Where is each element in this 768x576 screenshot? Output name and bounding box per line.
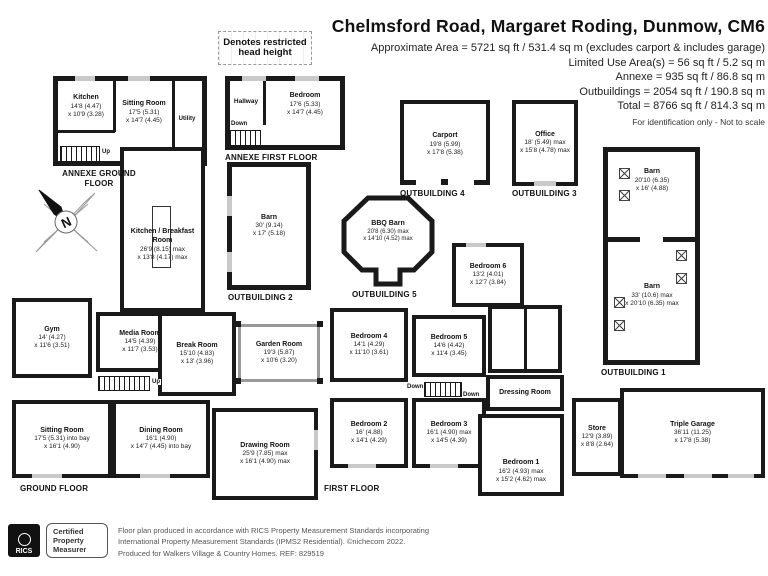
kitchen-island xyxy=(152,206,171,268)
room-bedroom3: Bedroom 3 16'1 (4.90) max x 14'5 (4.39) xyxy=(412,398,486,468)
identification-note: For identification only - Not to scale xyxy=(632,116,765,127)
room-sitting: Sitting Room 17'5 (5.31) into bay x 16'1… xyxy=(12,400,112,478)
outbuildings-area: Outbuildings = 2054 sq ft / 190.8 sq m xyxy=(579,85,765,98)
garden-post xyxy=(235,378,241,384)
wall-stub xyxy=(474,180,490,185)
room-annexe-bedroom: Bedroom 17'6 (5.33) x 14'7 (4.45) xyxy=(287,92,323,116)
garage-door xyxy=(728,474,754,478)
bbq-barn-outline xyxy=(341,195,435,287)
wall xyxy=(524,309,527,369)
room-hallway: Hallway xyxy=(233,98,259,105)
garage-door xyxy=(684,474,712,478)
certified-property-measurer-badge: Certified Property Measurer xyxy=(46,523,108,558)
wall xyxy=(663,237,695,242)
window xyxy=(466,243,486,247)
room-barn-ob2: Barn 30' (9.14) x 17' (5.18) xyxy=(227,162,311,290)
down-label: Down xyxy=(462,392,481,398)
stairs xyxy=(60,146,100,162)
up-label: Up xyxy=(101,149,111,155)
room-utility: Utility xyxy=(178,116,196,122)
wall xyxy=(172,80,175,162)
approximate-area: Approximate Area = 5721 sq ft / 531.4 sq… xyxy=(370,42,765,54)
column-marker xyxy=(619,168,630,179)
room-dressing: Dressing Room xyxy=(486,375,564,411)
outbuilding4-label: OUTBUILDING 4 xyxy=(400,189,465,198)
carport-pillar xyxy=(441,179,448,185)
column-marker xyxy=(614,320,625,331)
footer-disclaimer: Floor plan produced in accordance with R… xyxy=(118,526,429,558)
room-bedroom5: Bedroom 5 14'6 (4.42) x 11'4 (3.45) xyxy=(412,315,486,377)
stairs xyxy=(98,376,150,391)
room-barn-lower: Barn 33' (10.6) max x 20'10 (6.35) max xyxy=(625,283,679,307)
room-bedroom1: Bedroom 1 16'2 (4.93) max x 15'2 (4.62) … xyxy=(478,414,564,496)
window xyxy=(32,474,62,478)
window xyxy=(348,464,376,468)
room-carport: Carport 19'8 (5.99) x 17'8 (5.38) xyxy=(400,100,490,185)
window xyxy=(430,464,458,468)
down-label: Down xyxy=(406,384,425,390)
down-label: Down xyxy=(230,121,249,127)
outbuilding2-label: OUTBUILDING 2 xyxy=(228,293,293,302)
garden-post xyxy=(235,321,241,327)
room-bedroom2: Bedroom 2 16' (4.88) x 14'1 (4.29) xyxy=(330,398,408,468)
column-marker xyxy=(676,273,687,284)
room-dining: Dining Room 16'1 (4.90) x 14'7 (4.45) in… xyxy=(112,400,210,478)
window xyxy=(314,430,318,450)
room-kitchen-breakfast: Kitchen / Breakfast Room 26'9 (8.15) max… xyxy=(130,228,195,261)
wall xyxy=(113,80,116,132)
rics-logo: RICS xyxy=(8,524,40,557)
room-store: Store 12'9 (3.89) x 8'8 (2.64) xyxy=(572,398,622,476)
compass-icon: N xyxy=(35,189,98,253)
page-title: Chelmsford Road, Margaret Roding, Dunmow… xyxy=(331,16,765,36)
room-bbq-barn: BBQ Barn 20'8 (6.30) max x 14'10 (4.52) … xyxy=(363,220,413,243)
annexe-area: Annexe = 935 sq ft / 86.8 sq m xyxy=(615,71,765,84)
room-barn-upper: Barn 20'10 (6.35) x 16' (4.88) xyxy=(634,168,670,192)
garden-post xyxy=(317,321,323,327)
total-area: Total = 8766 sq ft / 814.3 sq m xyxy=(617,100,765,113)
window xyxy=(128,76,150,81)
first-floor-label: FIRST FLOOR xyxy=(324,484,380,493)
column-marker xyxy=(619,190,630,201)
room-bedroom4: Bedroom 4 14'1 (4.29) x 11'10 (3.61) xyxy=(330,308,408,382)
outbuilding3-label: OUTBUILDING 3 xyxy=(512,189,577,198)
window xyxy=(295,76,319,81)
column-marker xyxy=(614,297,625,308)
area-summary: Approximate Area = 5721 sq ft / 531.4 sq… xyxy=(371,41,765,128)
room-gym: Gym 14' (4.27) x 11'6 (3.51) xyxy=(12,298,92,378)
room-office: Office 18' (5.49) max x 15'8 (4.78) max xyxy=(512,100,578,186)
limited-use-area: Limited Use Area(s) = 56 sq ft / 5.2 sq … xyxy=(568,56,765,69)
window xyxy=(140,474,170,478)
restricted-head-height-legend: Denotes restricted head height xyxy=(218,31,312,65)
garage-door xyxy=(638,474,666,478)
outbuilding5-label: OUTBUILDING 5 xyxy=(352,290,417,299)
wall xyxy=(57,130,115,133)
door-opening xyxy=(227,196,232,216)
stairs xyxy=(229,130,261,146)
room-annexe-sitting: Sitting Room 17'5 (5.31) x 14'7 (4.45) xyxy=(122,100,166,124)
room-break: Break Room 15'10 (4.83) x 13' (3.96) xyxy=(158,312,236,396)
rics-lion-icon xyxy=(17,533,31,546)
wall xyxy=(263,80,266,125)
room-drawing: Drawing Room 25'9 (7.85) max x 16'1 (4.9… xyxy=(212,408,318,500)
annexe-ground-floor-label: ANNEXE GROUND FLOOR xyxy=(62,169,136,188)
room-garden: Garden Room 19'3 (5.87) x 10'6 (3.20) xyxy=(238,324,320,382)
window xyxy=(534,181,556,186)
window xyxy=(242,76,266,81)
stairs xyxy=(424,382,462,397)
wall xyxy=(608,237,640,242)
room-garage: Triple Garage 36'11 (11.25) x 17'8 (5.38… xyxy=(620,388,765,478)
wall-stub xyxy=(400,180,416,185)
column-marker xyxy=(676,250,687,261)
room-bedroom6: Bedroom 6 13'2 (4.01) x 12'7 (3.84) xyxy=(452,243,524,307)
window xyxy=(75,76,95,81)
garden-post xyxy=(317,378,323,384)
ground-floor-label: GROUND FLOOR xyxy=(20,484,89,493)
annexe-first-floor-label: ANNEXE FIRST FLOOR xyxy=(225,153,318,162)
door-opening xyxy=(227,252,232,272)
outbuilding1-label: OUTBUILDING 1 xyxy=(601,368,666,377)
up-label: Up xyxy=(151,379,161,385)
room-annexe-kitchen: Kitchen 14'8 (4.47) x 10'9 (3.28) xyxy=(68,94,104,118)
